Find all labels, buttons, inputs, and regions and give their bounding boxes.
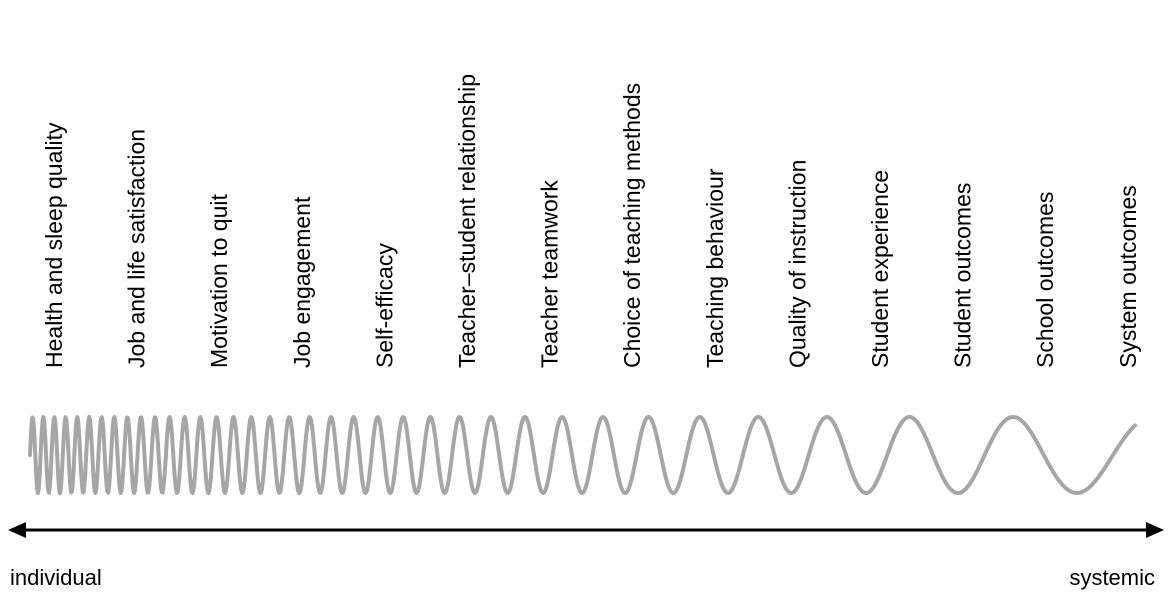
axis-left-label: individual — [10, 565, 102, 590]
factor-label: Job engagement — [289, 196, 315, 368]
factor-label: Motivation to quit — [206, 194, 232, 368]
factor-label: Job and life satisfaction — [124, 129, 150, 368]
factor-label: Student experience — [867, 170, 893, 368]
frequency-wave — [28, 415, 1137, 495]
factor-label: Choice of teaching methods — [619, 83, 645, 368]
axis-right-label: systemic — [1069, 565, 1155, 590]
left-arrowhead-icon — [8, 522, 26, 538]
factor-labels: Health and sleep quality Job and life sat… — [41, 74, 1141, 368]
factor-label: Health and sleep quality — [41, 122, 67, 368]
factor-label: Teacher–student relationship — [454, 74, 480, 368]
factor-label: Self-efficacy — [371, 243, 397, 368]
factor-label: System outcomes — [1115, 185, 1141, 368]
right-arrowhead-icon — [1146, 522, 1164, 538]
factor-label: Teacher teamwork — [537, 180, 563, 368]
factor-label: Quality of instruction — [784, 160, 810, 368]
factor-label: School outcomes — [1032, 192, 1058, 368]
individual-systemic-axis — [8, 522, 1164, 538]
factor-label: Student outcomes — [950, 183, 976, 368]
factor-label: Teaching behaviour — [702, 168, 728, 368]
